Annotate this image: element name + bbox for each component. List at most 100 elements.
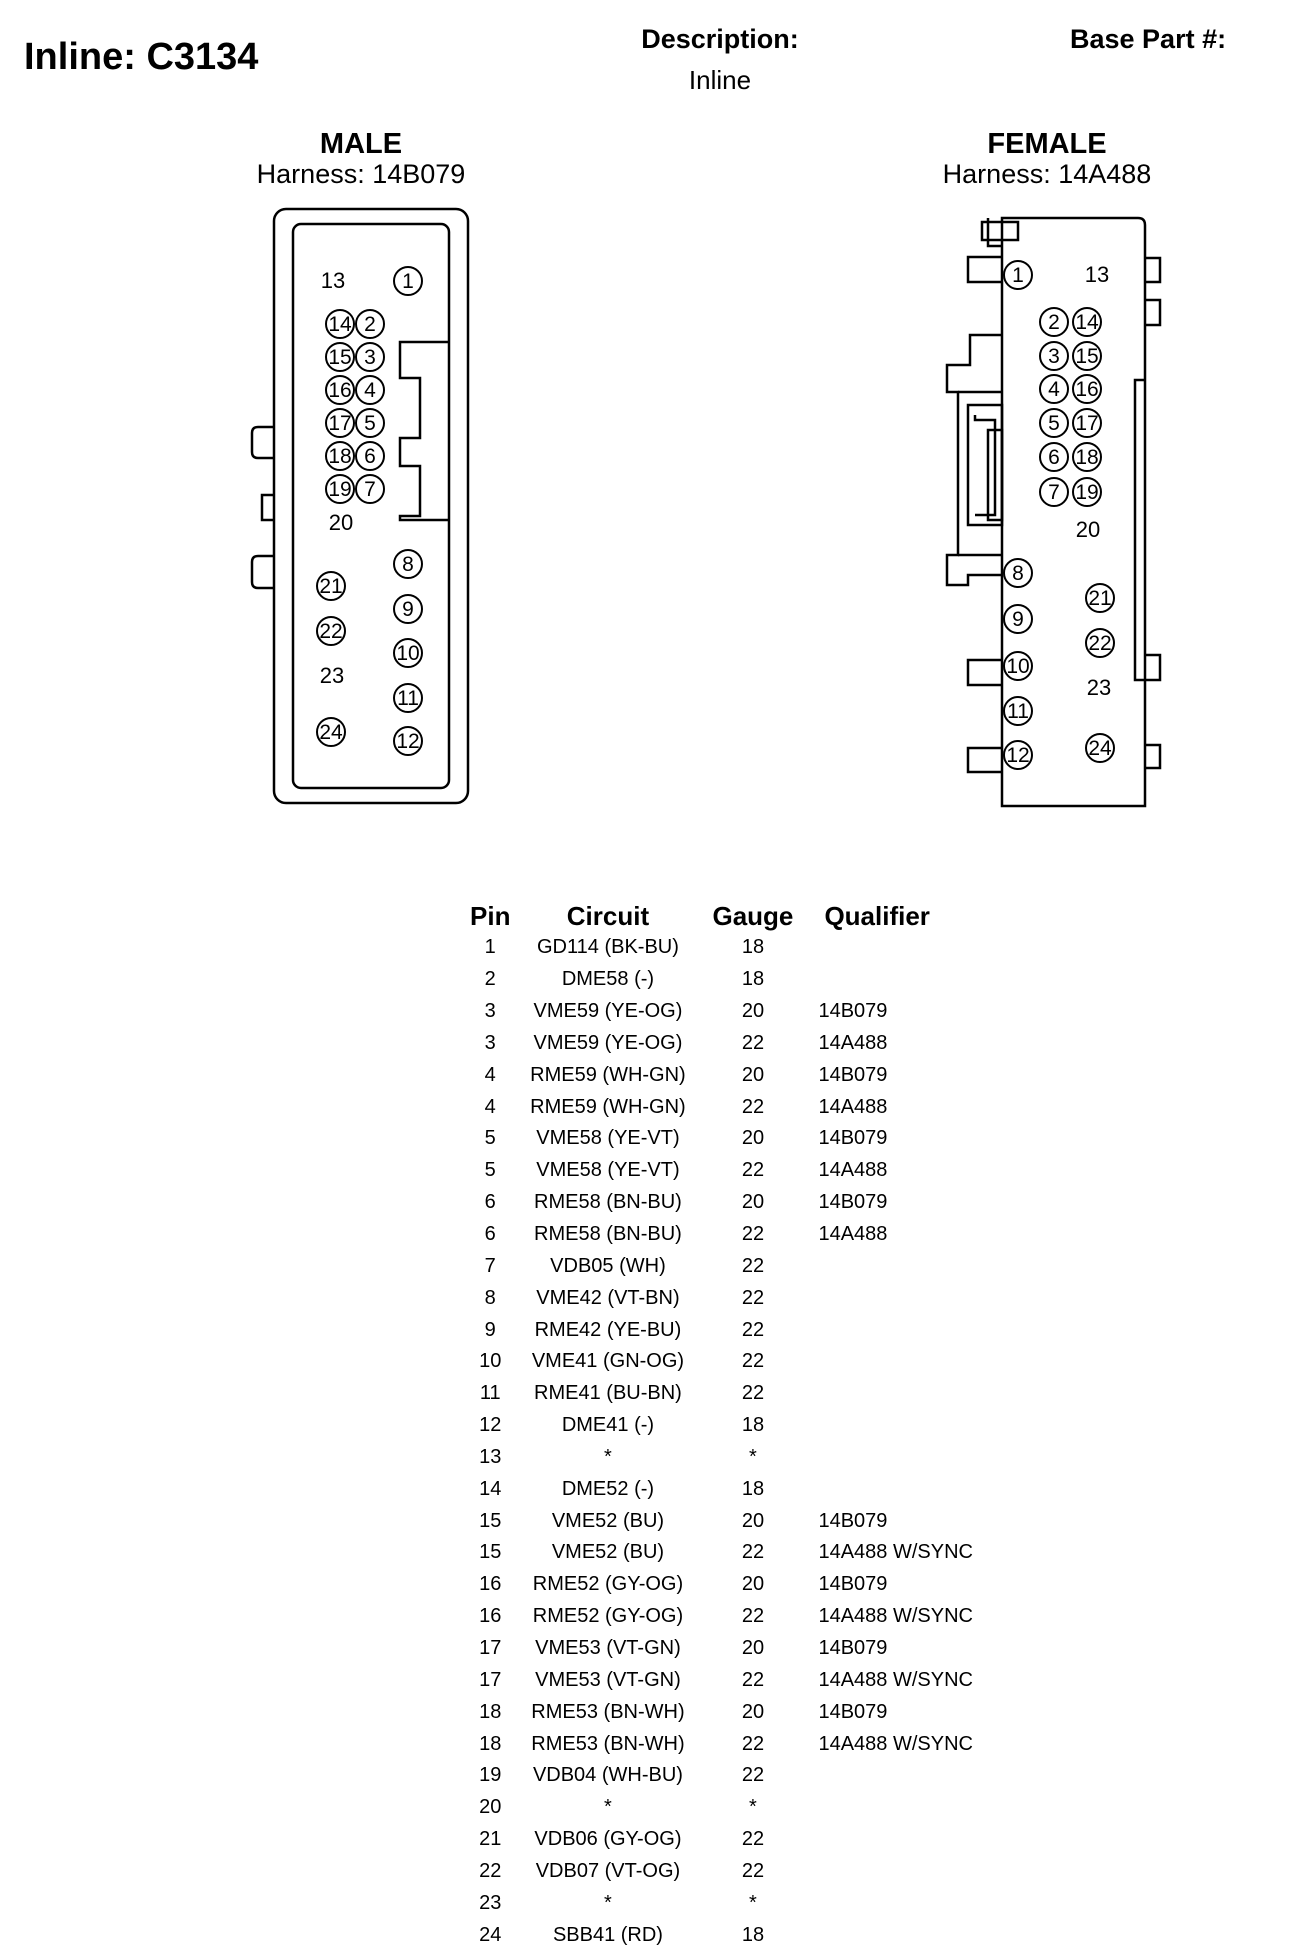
female-pin-number: 21 bbox=[1088, 587, 1111, 610]
qualifier-cell: 14B079 bbox=[818, 1509, 888, 1532]
gauge-cell: 20 bbox=[741, 1636, 765, 1659]
pin-cell: 23 bbox=[479, 1891, 502, 1914]
female-pin-number: 6 bbox=[1048, 446, 1060, 469]
male-pin-socket bbox=[325, 375, 355, 405]
male-pin: 14 bbox=[325, 309, 355, 339]
female-pin-number: 22 bbox=[1088, 632, 1111, 655]
female-pin: 20 bbox=[1076, 517, 1100, 542]
circuit-cell: VME52 (BU) bbox=[551, 1509, 665, 1532]
female-connector-body bbox=[945, 216, 1162, 808]
male-pin: 8 bbox=[393, 549, 423, 579]
male-pin-number: 5 bbox=[364, 412, 376, 435]
qualifier-cell bbox=[810, 1410, 998, 1442]
gauge-cell: 22 bbox=[741, 1254, 765, 1277]
female-pin-number: 12 bbox=[1006, 744, 1029, 767]
header-qualifier: Qualifier bbox=[824, 901, 930, 931]
pin-cell: 11 bbox=[479, 1382, 501, 1405]
gauge-cell: * bbox=[749, 1445, 757, 1468]
male-pin: 13 bbox=[321, 268, 345, 293]
circuit-cell: VME41 (GN-OG) bbox=[531, 1350, 685, 1373]
gauge-cell: 22 bbox=[741, 1031, 765, 1054]
circuit-cell: RME52 (GY-OG) bbox=[532, 1573, 684, 1596]
gauge-cell: 22 bbox=[741, 1859, 765, 1882]
gauge-cell: 18 bbox=[741, 1414, 765, 1437]
female-pin: 13 bbox=[1085, 262, 1109, 287]
female-pin: 10 bbox=[1003, 651, 1033, 681]
pinout-table-header-row: Pin Circuit Gauge Qualifier bbox=[460, 896, 998, 932]
qualifier-cell: 14B079 bbox=[818, 1000, 888, 1023]
table-row: 23** bbox=[460, 1887, 998, 1919]
pin-cell: 7 bbox=[484, 1254, 496, 1277]
pin-cell: 6 bbox=[484, 1191, 496, 1214]
male-pin-socket bbox=[316, 717, 346, 747]
gauge-cell: 18 bbox=[741, 968, 765, 991]
female-pin-number: 9 bbox=[1012, 608, 1024, 631]
pin-cell: 19 bbox=[479, 1764, 502, 1787]
circuit-cell: VDB06 (GY-OG) bbox=[534, 1828, 682, 1851]
male-pin-socket bbox=[393, 594, 423, 624]
male-pin-number: 21 bbox=[319, 575, 342, 598]
female-pin-number: 16 bbox=[1075, 378, 1098, 401]
male-pin-number: 15 bbox=[328, 346, 351, 369]
male-pin-socket bbox=[393, 638, 423, 668]
male-pin: 23 bbox=[320, 663, 344, 688]
male-pin-number: 13 bbox=[321, 268, 345, 293]
circuit-cell: VME53 (VT-GN) bbox=[535, 1668, 681, 1691]
connector-title: Inline: C3134 bbox=[24, 36, 259, 78]
qualifier-cell bbox=[810, 1760, 998, 1792]
male-pin: 19 bbox=[325, 474, 355, 504]
gauge-cell: 22 bbox=[741, 1764, 765, 1787]
female-pin: 4 bbox=[1039, 374, 1069, 404]
qualifier-cell: 14A488 W/SYNC bbox=[818, 1541, 973, 1564]
gauge-cell: 22 bbox=[741, 1828, 765, 1851]
qualifier-cell bbox=[810, 1919, 998, 1951]
male-pin: 5 bbox=[355, 408, 385, 438]
female-pin: 11 bbox=[1003, 696, 1033, 726]
male-pin: 20 bbox=[329, 510, 353, 535]
male-pin-socket bbox=[316, 571, 346, 601]
qualifier-cell: 14A488 W/SYNC bbox=[818, 1732, 973, 1755]
female-pin-number: 17 bbox=[1075, 412, 1098, 435]
male-pin-number: 18 bbox=[328, 445, 351, 468]
male-pin-socket bbox=[393, 726, 423, 756]
pin-cell: 21 bbox=[479, 1828, 502, 1851]
pin-cell: 13 bbox=[479, 1445, 502, 1468]
circuit-cell: VME58 (YE-VT) bbox=[536, 1127, 680, 1150]
qualifier-cell bbox=[810, 1314, 998, 1346]
circuit-cell: RME52 (GY-OG) bbox=[532, 1605, 684, 1628]
circuit-cell: VDB04 (WH-BU) bbox=[532, 1764, 683, 1787]
male-pin: 22 bbox=[316, 616, 346, 646]
male-pin: 2 bbox=[355, 309, 385, 339]
male-pin: 18 bbox=[325, 441, 355, 471]
male-pin-number: 11 bbox=[397, 687, 419, 710]
gauge-cell: 18 bbox=[741, 936, 765, 959]
circuit-cell: DME52 (-) bbox=[561, 1477, 655, 1500]
pin-cell: 3 bbox=[484, 1031, 496, 1054]
female-pin: 12 bbox=[1003, 740, 1033, 770]
female-pin-number: 15 bbox=[1075, 345, 1098, 368]
pin-cell: 14 bbox=[479, 1477, 502, 1500]
qualifier-cell bbox=[810, 1473, 998, 1505]
pin-cell: 8 bbox=[484, 1286, 496, 1309]
male-pin-number: 20 bbox=[329, 510, 353, 535]
gauge-cell: 20 bbox=[741, 1700, 765, 1723]
female-pin-socket bbox=[1003, 740, 1033, 770]
male-gender-label: MALE bbox=[319, 128, 403, 160]
female-pin: 5 bbox=[1039, 408, 1069, 438]
female-pin-number: 20 bbox=[1076, 517, 1100, 542]
pin-cell: 2 bbox=[484, 968, 496, 991]
male-pin-number: 8 bbox=[402, 553, 414, 576]
circuit-cell: RME58 (BN-BU) bbox=[534, 1191, 682, 1214]
